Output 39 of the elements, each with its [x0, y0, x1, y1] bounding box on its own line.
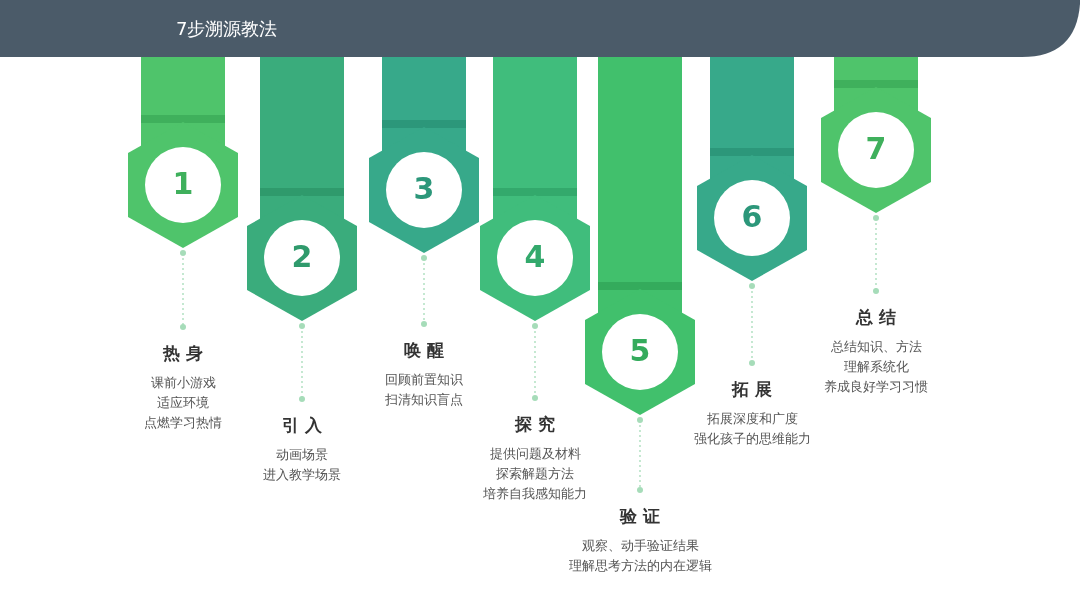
- step-number: 7: [864, 131, 888, 166]
- leader-line: [749, 283, 755, 366]
- step-text: 动画场景: [275, 446, 329, 464]
- step-heading: 总结: [856, 306, 902, 329]
- step-number: 2: [290, 239, 314, 274]
- step-text: 拓展深度和广度: [705, 410, 799, 428]
- step-text: 理解思考方法的内在逻辑: [567, 557, 713, 575]
- leader-line: [180, 250, 186, 330]
- leader-line: [637, 417, 643, 493]
- step-text: 总结知识、方法: [829, 338, 923, 356]
- step-text: 理解系统化: [842, 358, 910, 376]
- step-number: 1: [171, 166, 195, 201]
- step-number: 3: [412, 171, 436, 206]
- leader-line: [299, 323, 305, 402]
- step-text: 强化孩子的思维能力: [692, 430, 812, 448]
- step-text: 回顾前置知识: [384, 371, 464, 389]
- step-text: 扫清知识盲点: [384, 391, 464, 409]
- step-text: 培养自我感知能力: [482, 485, 588, 503]
- step-text: 探索解题方法: [495, 465, 575, 483]
- step-heading: 探究: [515, 413, 561, 436]
- step-text: 养成良好学习习惯: [823, 378, 929, 396]
- step-number: 5: [628, 333, 652, 368]
- step-text: 适应环境: [156, 394, 210, 412]
- leader-line: [421, 255, 427, 327]
- page-title: 7步溯源教法: [176, 17, 278, 41]
- step-text: 提供问题及材料: [488, 445, 582, 463]
- leader-line: [873, 215, 879, 294]
- leader-line: [532, 323, 538, 401]
- step-text: 课前小游戏: [149, 374, 217, 392]
- step-heading: 拓展: [732, 378, 778, 401]
- step-heading: 唤醒: [404, 339, 450, 362]
- step-text: 观察、动手验证结果: [580, 537, 700, 555]
- step-heading: 引入: [282, 414, 328, 437]
- step-heading: 验证: [620, 505, 666, 528]
- step-text: 进入教学场景: [262, 466, 342, 484]
- step-number: 4: [523, 239, 547, 274]
- step-text: 点燃学习热情: [143, 414, 223, 432]
- step-number: 6: [740, 199, 764, 234]
- step-heading: 热身: [163, 342, 209, 365]
